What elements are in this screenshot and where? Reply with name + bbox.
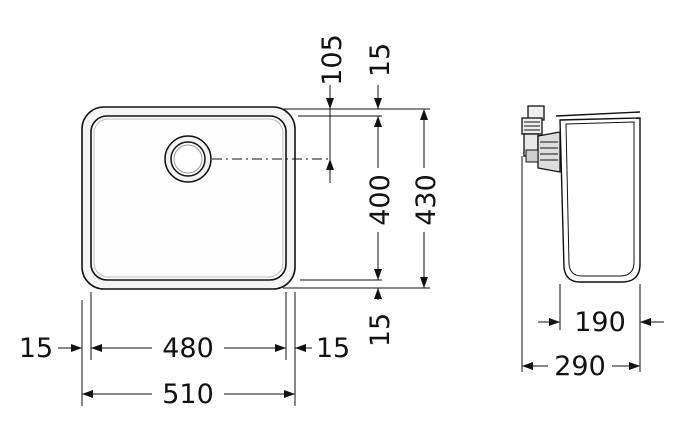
dim-side-inner-depth-label: 190 [574,307,626,338]
dim-inner-width-label: 480 [162,333,214,364]
dimension-drain-offset: 105 [317,34,348,183]
dimension-total-depth: 430 [411,109,442,288]
dimension-bottom-margin: 15 [365,288,396,347]
dimension-width-row: 15 480 15 [19,333,350,364]
dimension-side-total-depth: 290 [522,351,640,382]
sink-top-view [81,106,330,290]
drain-fitting-icon [521,105,561,173]
dimension-total-width: 510 [82,379,295,410]
sink-side-view [521,105,641,372]
dim-right-margin-label: 15 [316,333,350,364]
dim-total-depth-label: 430 [411,174,442,226]
dim-top-margin-label: 15 [365,43,396,77]
dimension-inner-depth: 400 [365,116,396,280]
drain-icon [164,135,212,183]
dimension-side-inner-depth: 190 [538,307,664,338]
dim-drain-offset-label: 105 [317,34,348,86]
dim-bottom-margin-label: 15 [365,313,396,347]
dim-inner-depth-label: 400 [365,174,396,226]
dim-total-width-label: 510 [162,379,214,410]
dim-left-margin-label: 15 [19,333,53,364]
dim-side-total-depth-label: 290 [554,351,606,382]
sink-inner-bowl [90,115,287,281]
dimension-top-margin: 15 [365,43,396,109]
